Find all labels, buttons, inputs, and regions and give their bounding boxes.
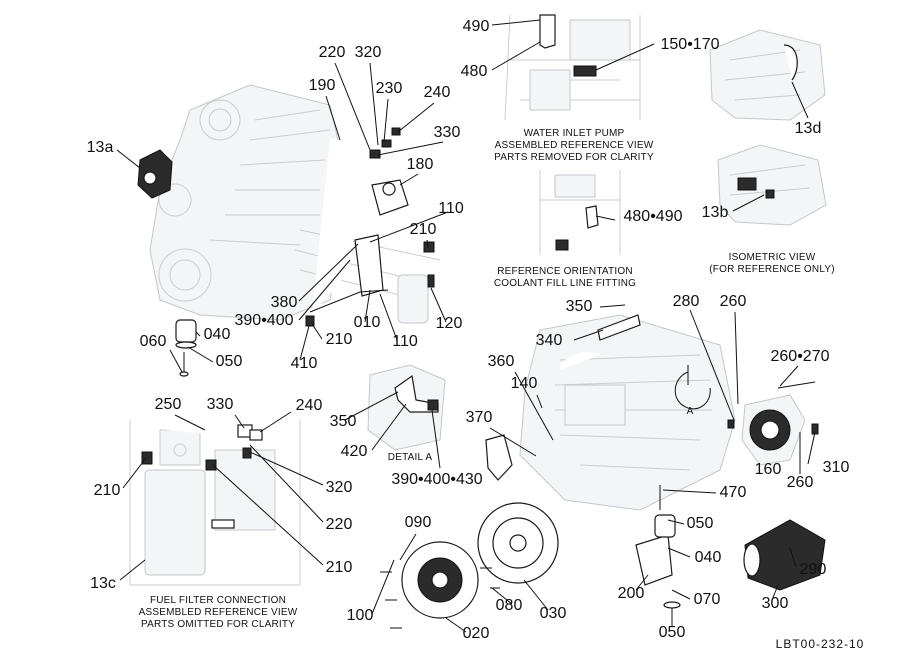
caption-line: WATER INLET PUMP [524, 128, 625, 139]
callout-300: 300 [762, 595, 789, 612]
callout-350a: 350 [566, 298, 593, 315]
callout-210b: 210 [326, 331, 353, 348]
callout-290: 290 [800, 561, 827, 578]
callout-090: 090 [405, 514, 432, 531]
callout-060: 060 [140, 333, 167, 350]
callout-470: 470 [720, 484, 747, 501]
callout-260b: 260 [787, 474, 814, 491]
callout-040a: 040 [204, 326, 231, 343]
callout-330b: 330 [207, 396, 234, 413]
callout-110a: 110 [438, 200, 464, 217]
fuel-filter-inset [129, 420, 301, 586]
callout-210c: 210 [94, 482, 121, 499]
callout-420: 420 [341, 443, 368, 460]
callout-220a: 220 [319, 44, 346, 61]
callout-410: 410 [291, 355, 318, 372]
callout-390-400a: 390•400 [235, 312, 294, 329]
callout-220b: 220 [326, 516, 353, 533]
callout-260-270: 260•270 [771, 348, 830, 365]
callout-350b: 350 [330, 413, 357, 430]
caption-isometric-view: ISOMETRIC VIEW (FOR REFERENCE ONLY) [709, 252, 835, 275]
caption-line: FUEL FILTER CONNECTION [150, 595, 286, 606]
callout-380: 380 [271, 294, 298, 311]
callout-070: 070 [694, 591, 721, 608]
callout-320a: 320 [355, 44, 382, 61]
callout-020: 020 [463, 625, 490, 642]
callout-160: 160 [755, 461, 782, 478]
callout-180: 180 [407, 156, 434, 173]
callout-340: 340 [536, 332, 563, 349]
callout-100: 100 [347, 607, 374, 624]
callout-150-170: 150•170 [661, 36, 720, 53]
callout-200: 200 [618, 585, 645, 602]
caption-line: ASSEMBLED REFERENCE VIEW [139, 607, 298, 618]
callout-050a: 050 [216, 353, 243, 370]
callout-490a: 490 [463, 18, 490, 35]
callout-240b: 240 [296, 397, 323, 414]
caption-reference-orientation: REFERENCE ORIENTATION COOLANT FILL LINE … [494, 266, 636, 289]
callout-480-490: 480•490 [624, 208, 683, 225]
caption-fuel-filter: FUEL FILTER CONNECTION ASSEMBLED REFEREN… [139, 595, 298, 630]
callout-260a: 260 [720, 293, 747, 310]
water-inlet-pump-inset [504, 14, 641, 121]
callout-210a: 210 [410, 221, 437, 238]
callout-140: 140 [511, 375, 538, 392]
callout-050b: 050 [687, 515, 714, 532]
callout-010: 010 [354, 314, 381, 331]
callout-040b: 040 [695, 549, 722, 566]
callout-190: 190 [309, 77, 336, 94]
callout-250: 250 [155, 396, 182, 413]
caption-line: (FOR REFERENCE ONLY) [709, 264, 835, 275]
callout-370: 370 [466, 409, 493, 426]
caption-line: ISOMETRIC VIEW [729, 252, 816, 263]
lower-engine-illustration [380, 314, 826, 629]
callout-110b: 110 [392, 333, 418, 350]
callout-240a: 240 [424, 84, 451, 101]
callout-280: 280 [673, 293, 700, 310]
callout-480: 480 [461, 63, 488, 80]
callout-13c: 13c [90, 575, 116, 592]
callout-13b: 13b [702, 204, 729, 221]
callout-13d: 13d [795, 120, 822, 137]
callout-120: 120 [436, 315, 463, 332]
main-engine-illustration [137, 84, 441, 377]
callout-320b: 320 [326, 479, 353, 496]
callout-080: 080 [496, 597, 523, 614]
caption-line: REFERENCE ORIENTATION [497, 266, 633, 277]
callout-390-400-430: 390•400•430 [391, 471, 482, 488]
callout-050c: 050 [659, 624, 686, 641]
callout-310: 310 [823, 459, 850, 476]
callout-230: 230 [376, 80, 403, 97]
caption-line: ASSEMBLED REFERENCE VIEW [495, 140, 654, 151]
caption-water-inlet-pump: WATER INLET PUMP ASSEMBLED REFERENCE VIE… [494, 128, 654, 163]
detail-a-inset [367, 364, 446, 451]
callout-360: 360 [488, 353, 515, 370]
callout-330a: 330 [434, 124, 461, 141]
callout-210d: 210 [326, 559, 353, 576]
caption-line: PARTS REMOVED FOR CLARITY [494, 152, 654, 163]
callout-13a: 13a [87, 139, 114, 156]
view-a-marker: A [687, 406, 694, 417]
document-id: LBT00-232-10 [776, 637, 865, 651]
reference-orientation-inset [539, 170, 621, 255]
caption-detail-a: DETAIL A [388, 452, 433, 463]
leader-lines [116, 19, 816, 633]
caption-line: COOLANT FILL LINE FITTING [494, 278, 636, 289]
callout-030: 030 [540, 605, 567, 622]
caption-line: PARTS OMITTED FOR CLARITY [141, 619, 295, 630]
